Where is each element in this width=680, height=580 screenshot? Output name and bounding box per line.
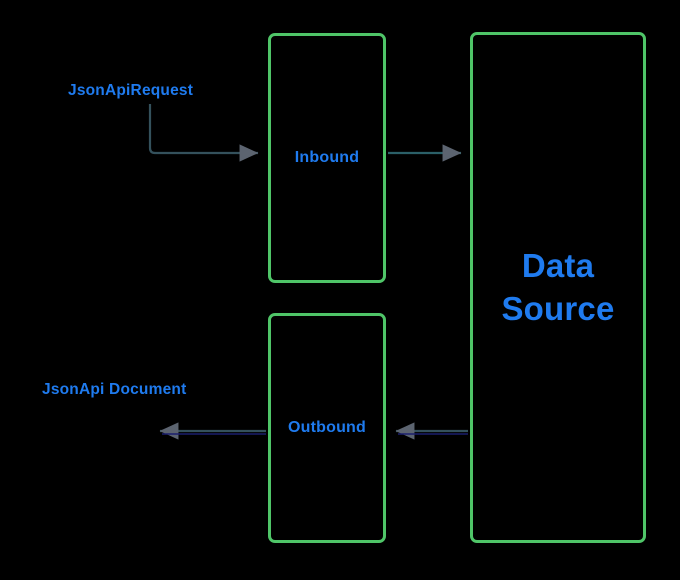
node-inbound-label: Inbound <box>294 149 360 166</box>
edge-label-jsonapidocument: JsonApi Document <box>42 381 187 398</box>
node-inbound[interactable]: Inbound <box>268 33 386 283</box>
node-data-source[interactable]: Data Source <box>470 32 646 543</box>
edge-jsonapirequest-to-inbound <box>148 104 259 162</box>
node-outbound-label: Outbound <box>287 419 366 436</box>
node-data-source-label: Data Source <box>501 245 614 329</box>
node-outbound[interactable]: Outbound <box>268 313 386 543</box>
node-data-source-label-line2: Source <box>501 289 615 327</box>
node-data-source-label-line1: Data <box>521 247 595 285</box>
edge-label-jsonapirequest: JsonApiRequest <box>68 82 194 99</box>
